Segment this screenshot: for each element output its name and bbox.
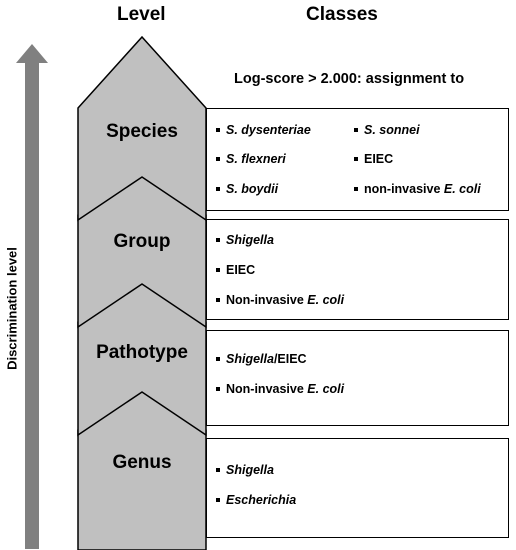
bullet-icon: [216, 267, 220, 272]
classes-box-pathotype: Shigella/EIEC Non-invasive E. coli: [206, 330, 509, 426]
classes-box-genus: Shigella Escherichia: [206, 438, 509, 538]
bullet-icon: [354, 127, 358, 132]
class-item: EIEC: [216, 263, 255, 277]
class-item: Non-invasive E. coli: [216, 293, 344, 307]
class-item: Shigella: [216, 233, 274, 247]
level-species: Species: [106, 121, 178, 142]
class-item: S. sonnei: [354, 123, 420, 137]
class-item: S. boydii: [216, 182, 278, 196]
class-item: S. dysenteriae: [216, 123, 311, 137]
class-item: non-invasive E. coli: [354, 182, 481, 196]
class-item: Escherichia: [216, 493, 296, 507]
level-column-header: Level: [117, 4, 166, 25]
arrow-head: [16, 44, 48, 63]
level-group: Group: [113, 231, 171, 252]
bullet-icon: [216, 237, 220, 242]
bullet-icon: [216, 356, 220, 361]
arrow-shaft: [25, 62, 39, 549]
discrimination-arrow: [16, 44, 48, 549]
class-item: EIEC: [354, 152, 393, 166]
log-score-criterion: Log-score > 2.000: assignment to: [234, 71, 465, 87]
bullet-icon: [216, 467, 220, 472]
level-genus: Genus: [112, 452, 172, 473]
level-pathotype: Pathotype: [96, 342, 188, 363]
class-item: S. flexneri: [216, 152, 286, 166]
bullet-icon: [354, 186, 358, 191]
bullet-icon: [216, 297, 220, 302]
classes-box-group: Shigella EIEC Non-invasive E. coli: [206, 219, 509, 320]
bullet-icon: [216, 127, 220, 132]
class-item: Shigella: [216, 463, 274, 477]
bullet-icon: [354, 156, 358, 161]
classes-column-header: Classes: [306, 4, 378, 25]
classes-box-species: S. dysenteriae S. sonnei S. flexneri EIE…: [206, 108, 509, 211]
bullet-icon: [216, 497, 220, 502]
bullet-icon: [216, 156, 220, 161]
bullet-icon: [216, 386, 220, 391]
class-item: Non-invasive E. coli: [216, 382, 344, 396]
class-item: Shigella/EIEC: [216, 352, 307, 366]
bullet-icon: [216, 186, 220, 191]
